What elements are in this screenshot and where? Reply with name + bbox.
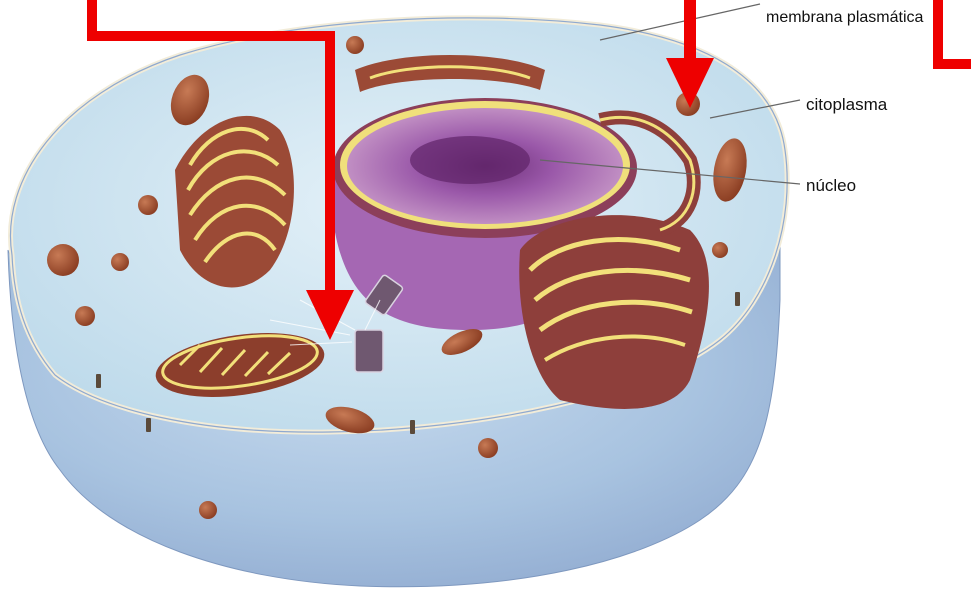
- label-nucleus: núcleo: [806, 177, 856, 194]
- leader-line-membrana: [600, 4, 760, 40]
- red-arrow-right-bracket: [938, 0, 971, 64]
- label-cytoplasm: citoplasma: [806, 96, 887, 113]
- label-plasma-membrane: membrana plasmática: [766, 10, 923, 26]
